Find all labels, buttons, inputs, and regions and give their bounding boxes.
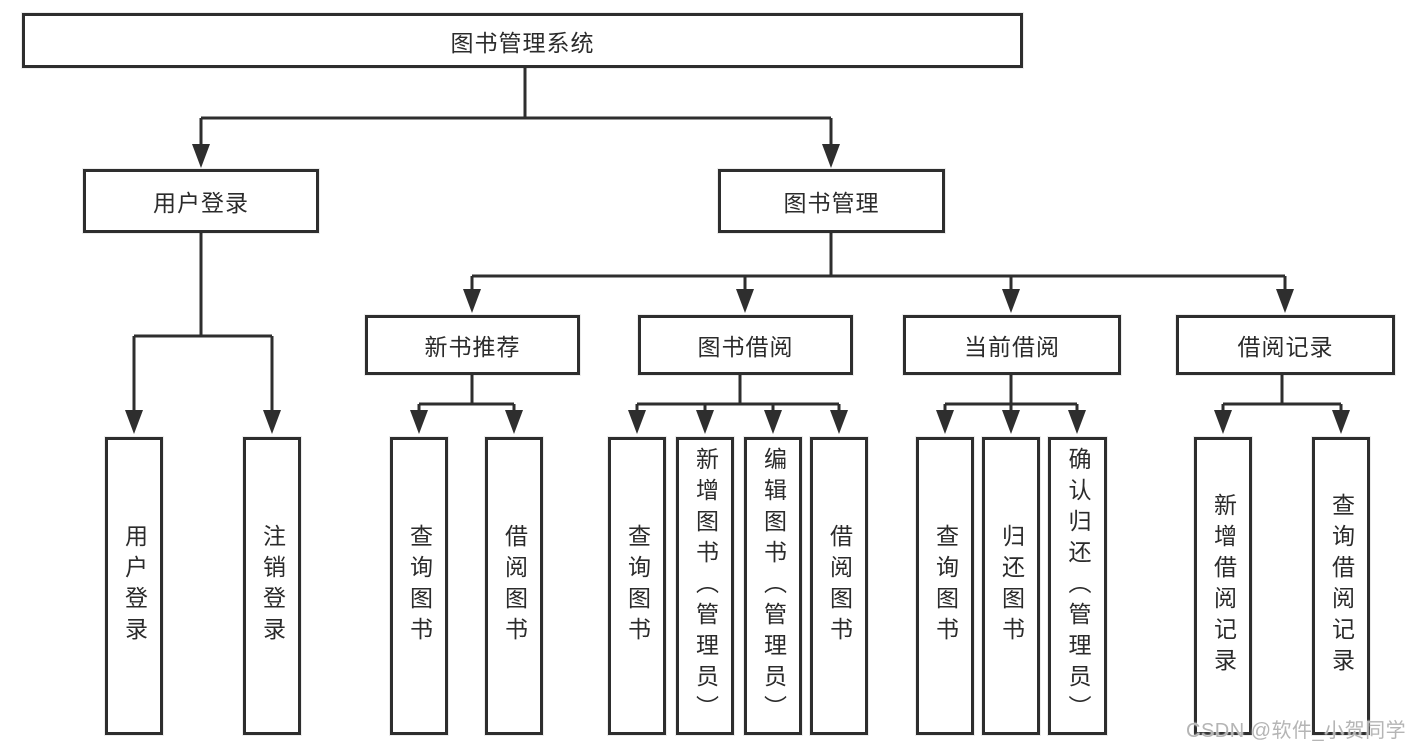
- node-book-borrow: 图书借阅: [638, 315, 853, 375]
- leaf-query-borrow-record: 查询借阅记录: [1312, 437, 1370, 735]
- leaf-return-books: 归还图书: [982, 437, 1040, 735]
- leaf-recommend-query-books-label: 查询图书: [406, 524, 433, 648]
- leaf-current-query-books: 查询图书: [916, 437, 974, 735]
- leaf-edit-books-admin-label: 编辑图书（管理员）: [760, 446, 787, 726]
- leaf-recommend-borrow-books-label: 借阅图书: [501, 524, 528, 648]
- leaf-user-login: 用户登录: [105, 437, 163, 735]
- leaf-user-login-label: 用户登录: [121, 524, 148, 648]
- watermark: CSDN @软件_小贺同学: [1186, 720, 1405, 742]
- leaf-borrow-query-books-label: 查询图书: [624, 524, 651, 648]
- node-new-book-recommend: 新书推荐: [365, 315, 580, 375]
- node-root-label: 图书管理系统: [450, 29, 595, 56]
- node-book-borrow-label: 图书借阅: [697, 334, 794, 360]
- leaf-logout: 注销登录: [243, 437, 301, 735]
- node-book-management: 图书管理: [718, 169, 945, 233]
- node-root: 图书管理系统: [22, 13, 1023, 68]
- leaf-recommend-borrow-books: 借阅图书: [485, 437, 543, 735]
- leaf-add-books-admin-label: 新增图书（管理员）: [692, 446, 719, 726]
- leaf-confirm-return-admin: 确认归还（管理员）: [1048, 437, 1107, 735]
- leaf-recommend-query-books: 查询图书: [390, 437, 448, 735]
- node-new-book-recommend-label: 新书推荐: [424, 334, 521, 360]
- node-user-login: 用户登录: [83, 169, 319, 233]
- leaf-query-borrow-record-label: 查询借阅记录: [1328, 493, 1355, 679]
- node-current-borrow: 当前借阅: [903, 315, 1121, 375]
- node-user-login-label: 用户登录: [153, 190, 249, 216]
- leaf-current-query-books-label: 查询图书: [932, 524, 959, 648]
- node-borrow-records: 借阅记录: [1176, 315, 1395, 375]
- leaf-add-borrow-record-label: 新增借阅记录: [1210, 493, 1237, 679]
- leaf-borrow-borrow-books: 借阅图书: [810, 437, 868, 735]
- leaf-add-borrow-record: 新增借阅记录: [1194, 437, 1252, 735]
- node-borrow-records-label: 借阅记录: [1237, 334, 1334, 360]
- leaf-confirm-return-admin-label: 确认归还（管理员）: [1065, 446, 1091, 726]
- leaf-borrow-query-books: 查询图书: [608, 437, 666, 735]
- node-current-borrow-label: 当前借阅: [964, 334, 1060, 360]
- node-book-management-label: 图书管理: [783, 190, 880, 216]
- leaf-edit-books-admin: 编辑图书（管理员）: [744, 437, 802, 735]
- leaf-borrow-borrow-books-label: 借阅图书: [826, 524, 853, 648]
- leaf-return-books-label: 归还图书: [998, 524, 1025, 648]
- leaf-add-books-admin: 新增图书（管理员）: [676, 437, 734, 735]
- leaf-logout-label: 注销登录: [259, 524, 286, 648]
